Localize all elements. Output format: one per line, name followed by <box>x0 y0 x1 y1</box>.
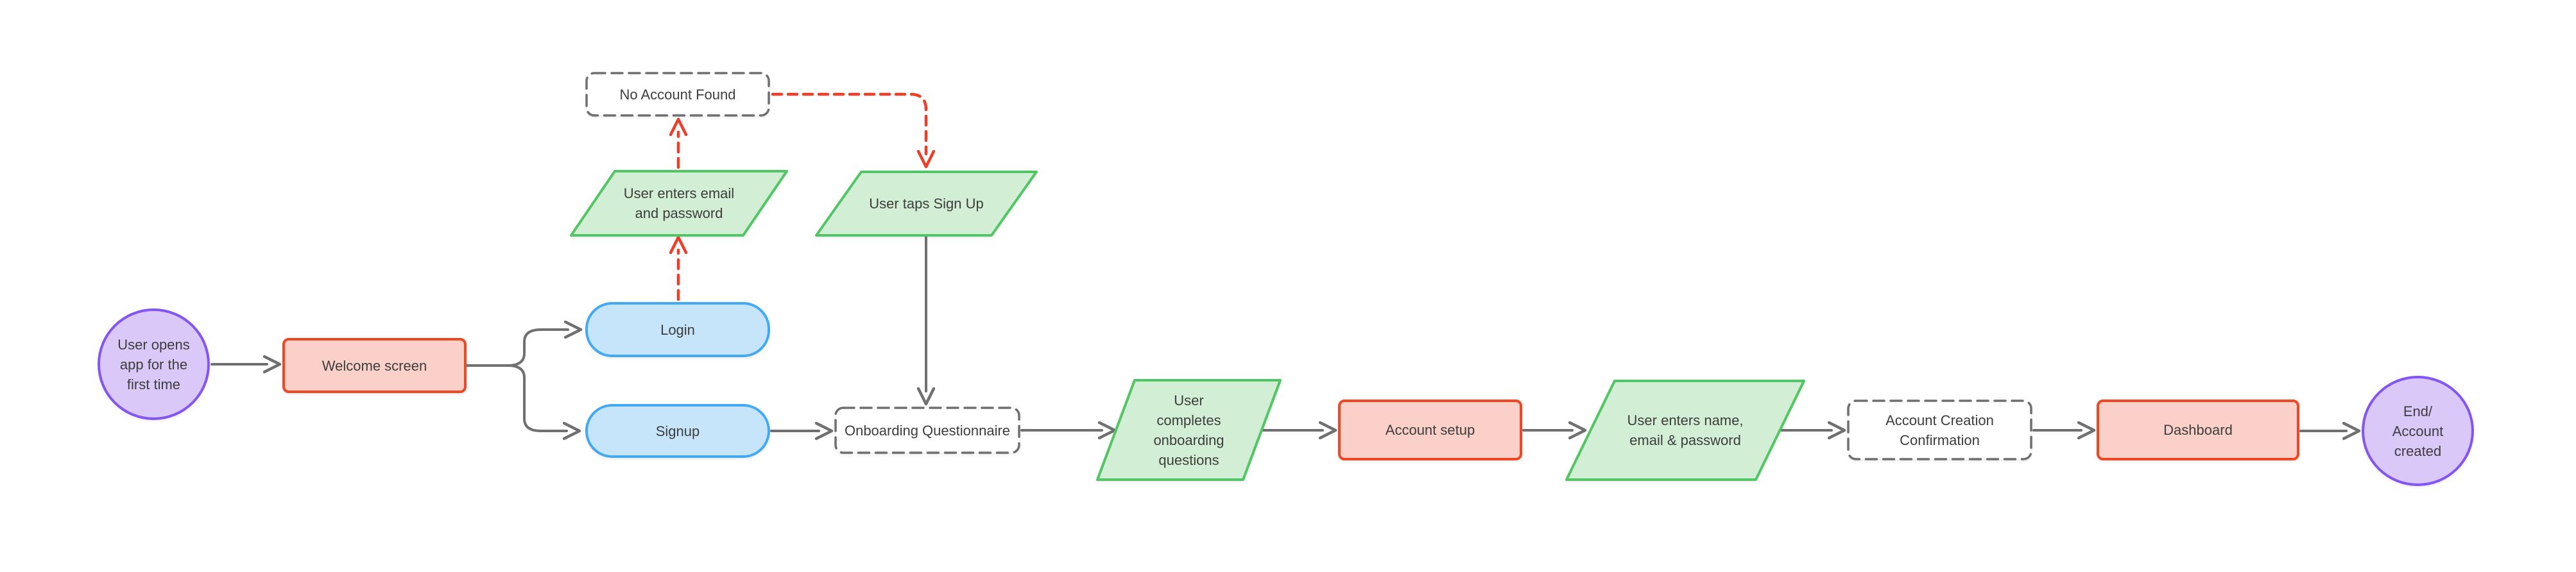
parallelogram-shape <box>570 170 788 237</box>
node-signup: Signup <box>585 404 770 458</box>
node-dashboard: Dashboard <box>2097 400 2299 460</box>
parallelogram-shape <box>1565 380 1805 481</box>
parallelogram-shape <box>1096 379 1282 481</box>
node-end-circle: End/ Account created <box>2362 376 2474 486</box>
dashed-rect-shape <box>834 407 1020 454</box>
node-user-enters-email: User enters email and password <box>570 170 788 237</box>
node-start-circle: User opens app for the first time <box>98 308 210 420</box>
connector-welcome-to-signup <box>465 364 567 431</box>
node-user-completes-onboarding: User completes onboarding questions <box>1096 379 1282 481</box>
connector-noaccount-to-tapssignup <box>771 92 926 154</box>
node-label: Welcome screen <box>322 357 427 374</box>
node-label: Account setup <box>1385 422 1475 438</box>
dashed-rect-shape <box>585 72 770 117</box>
node-label: Login <box>660 321 695 338</box>
node-label: User opens app for the first time <box>117 336 190 392</box>
node-label: Signup <box>655 423 700 439</box>
node-welcome-screen: Welcome screen <box>282 338 467 393</box>
connector-welcome-to-login <box>465 330 568 367</box>
node-label: End/ Account created <box>2392 403 2444 459</box>
node-onboarding-questionnaire: Onboarding Questionnaire <box>834 407 1020 454</box>
node-login: Login <box>585 302 770 357</box>
node-label: Account Creation Confirmation <box>1885 412 1994 448</box>
node-label: User enters email and password <box>623 185 735 221</box>
node-user-enters-name-email-password: User enters name, email & password <box>1565 380 1805 481</box>
node-account-setup: Account setup <box>1338 400 1522 460</box>
parallelogram-shape <box>815 171 1038 237</box>
node-label: User taps Sign Up <box>869 196 984 212</box>
dashed-rect-shape <box>1847 400 2032 460</box>
node-no-account-found: No Account Found <box>585 72 770 117</box>
node-label: User enters name, email & password <box>1627 412 1744 448</box>
node-label: User completes onboarding questions <box>1153 392 1224 468</box>
node-label: Onboarding Questionnaire <box>844 422 1011 439</box>
node-label: No Account Found <box>619 86 736 103</box>
node-account-creation-confirmation: Account Creation Confirmation <box>1847 400 2032 460</box>
node-label: Dashboard <box>2163 422 2233 438</box>
node-user-taps-sign-up: User taps Sign Up <box>815 171 1038 237</box>
